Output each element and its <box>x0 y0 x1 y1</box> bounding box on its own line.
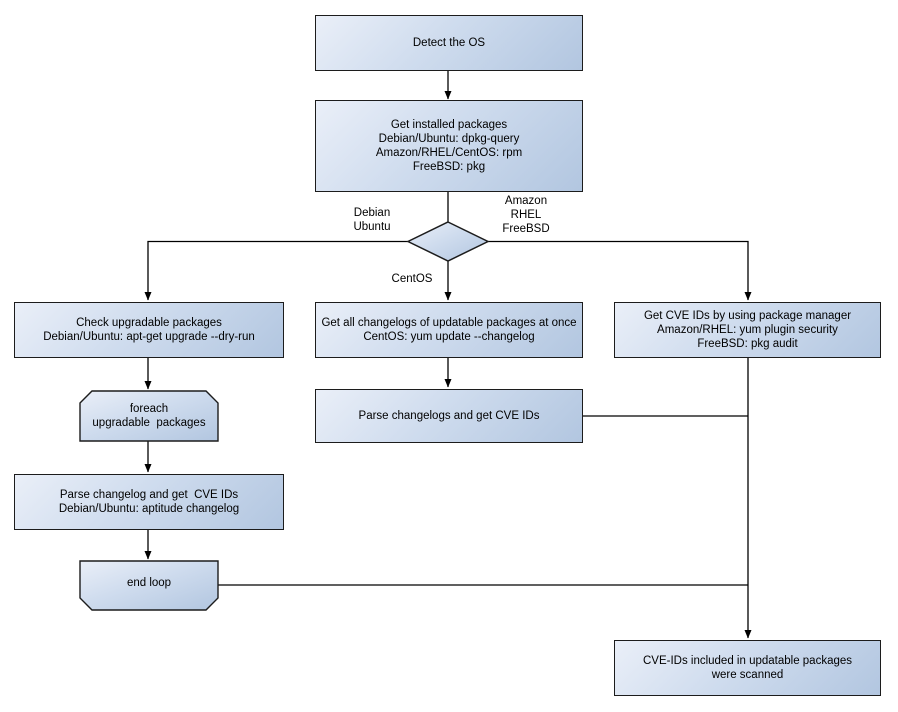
edge-label-amazon-rhel-freebsd: Amazon RHEL FreeBSD <box>502 195 550 235</box>
end-loop-shape <box>79 560 219 611</box>
node-cve-ids-scanned-result: CVE-IDs included in updatable packages w… <box>614 640 881 696</box>
node-parse-changelog-debian: Parse changelog and get CVE IDs Debian/U… <box>14 474 284 530</box>
node-end-loop: end loop <box>126 577 172 589</box>
node-check-upgradable-packages: Check upgradable packages Debian/Ubuntu:… <box>14 302 284 358</box>
node-detect-os: Detect the OS <box>315 15 583 71</box>
os-decision-diamond <box>406 221 490 262</box>
node-get-all-changelogs-centos: Get all changelogs of updatable packages… <box>315 302 583 358</box>
node-get-cve-ids-package-manager: Get CVE IDs by using package manager Ama… <box>614 302 881 358</box>
node-get-installed-packages: Get installed packages Debian/Ubuntu: dp… <box>315 100 583 192</box>
edge-label-debian-ubuntu: Debian Ubuntu <box>353 207 391 233</box>
edge-decision-to-check-upgradable <box>144 240 408 301</box>
edge-decision-to-get-cve <box>488 240 752 301</box>
edge-label-centos: CentOS <box>391 273 433 285</box>
node-parse-changelogs-centos: Parse changelogs and get CVE IDs <box>315 389 583 443</box>
foreach-loop-shape <box>79 390 219 442</box>
node-foreach-loop: foreach upgradable packages <box>92 403 206 429</box>
